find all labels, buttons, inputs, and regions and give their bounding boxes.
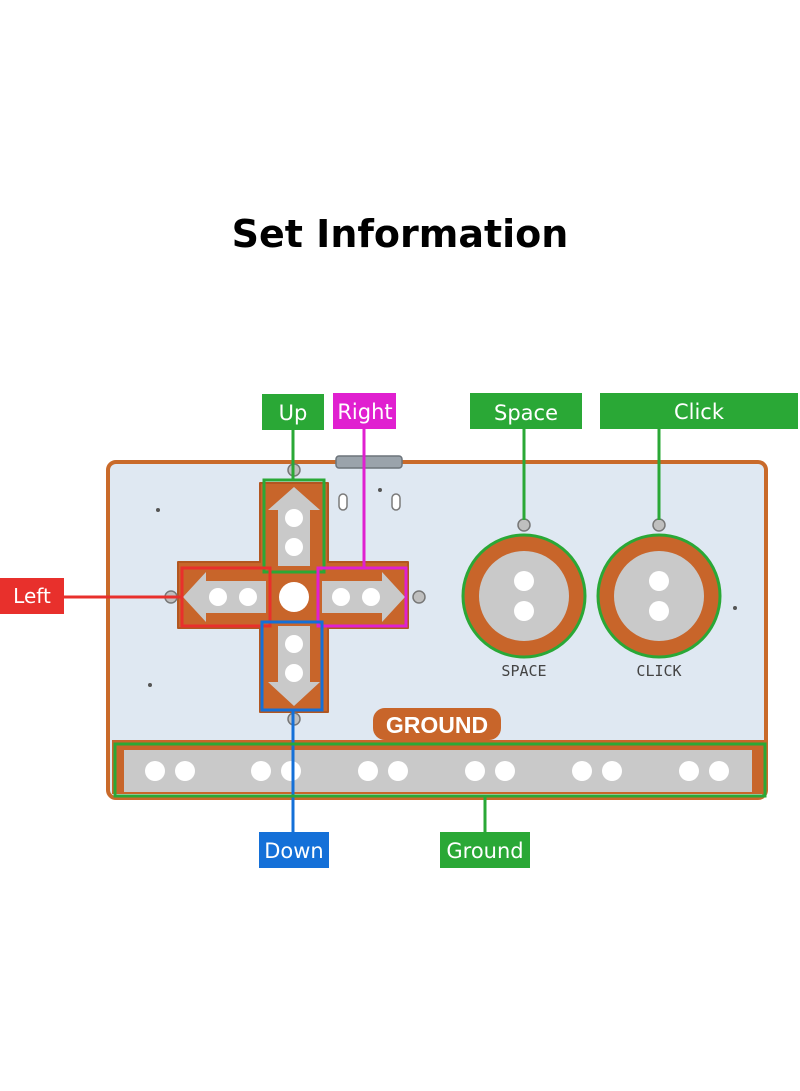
ground-hole	[358, 761, 378, 781]
space-silkscreen: SPACE	[501, 662, 546, 680]
pad-hole	[285, 509, 303, 527]
space-callout-label: Space	[494, 401, 558, 425]
left-callout-label: Left	[13, 584, 51, 608]
board-dot	[148, 683, 152, 687]
pad-hole	[649, 601, 669, 621]
board-dot	[156, 508, 160, 512]
dpad-center-hole	[279, 582, 309, 612]
board-dot	[378, 488, 382, 492]
ground-hole	[709, 761, 729, 781]
ground-hole	[602, 761, 622, 781]
mounting-slot-2	[391, 493, 401, 511]
up-callout-label: Up	[279, 401, 308, 425]
ground-hole	[572, 761, 592, 781]
ground-hole	[679, 761, 699, 781]
space-highlight-ring	[461, 533, 587, 659]
ground-strip-pad	[124, 750, 752, 792]
click-silkscreen: CLICK	[636, 662, 681, 680]
ground-callout-label: Ground	[446, 839, 523, 863]
ground-pads	[145, 761, 729, 781]
ground-hole	[495, 761, 515, 781]
pad-hole	[362, 588, 380, 606]
space-button-pad	[479, 551, 569, 641]
board-dot	[733, 606, 737, 610]
via-click	[652, 518, 666, 532]
ground-callout-box	[440, 832, 530, 868]
page-title: Set Information	[231, 212, 569, 256]
ground-highlight-box	[113, 742, 767, 798]
up-callout-box	[262, 394, 324, 430]
pad-hole	[514, 601, 534, 621]
right-callout-box	[333, 393, 396, 429]
pad-hole	[285, 635, 303, 653]
pad-hole	[332, 588, 350, 606]
right-callout-label: Right	[337, 400, 392, 424]
pad-hole	[285, 538, 303, 556]
usb-connector	[335, 455, 403, 469]
click-highlight-ring	[596, 533, 722, 659]
pad-hole	[285, 664, 303, 682]
pad-hole	[514, 571, 534, 591]
ground-hole	[465, 761, 485, 781]
click-button-pad	[614, 551, 704, 641]
ground-hole	[251, 761, 271, 781]
right-highlight-box	[316, 566, 408, 628]
ground-hole	[175, 761, 195, 781]
via-space	[517, 518, 531, 532]
ground-hole	[281, 761, 301, 781]
space-callout-box	[470, 393, 582, 429]
via-right	[412, 590, 426, 604]
pad-hole	[239, 588, 257, 606]
ground-hole	[388, 761, 408, 781]
pad-hole	[649, 571, 669, 591]
ground-silkscreen: GROUND	[386, 712, 488, 738]
down-callout-box	[259, 832, 329, 868]
click-callout-label: Click	[674, 400, 725, 424]
ground-silkscreen-bg	[373, 708, 501, 740]
pad-hole	[209, 588, 227, 606]
ground-hole	[145, 761, 165, 781]
click-callout-box	[600, 393, 798, 429]
mounting-slot-1	[338, 493, 348, 511]
down-callout-label: Down	[264, 839, 324, 863]
left-callout-box	[0, 578, 64, 614]
